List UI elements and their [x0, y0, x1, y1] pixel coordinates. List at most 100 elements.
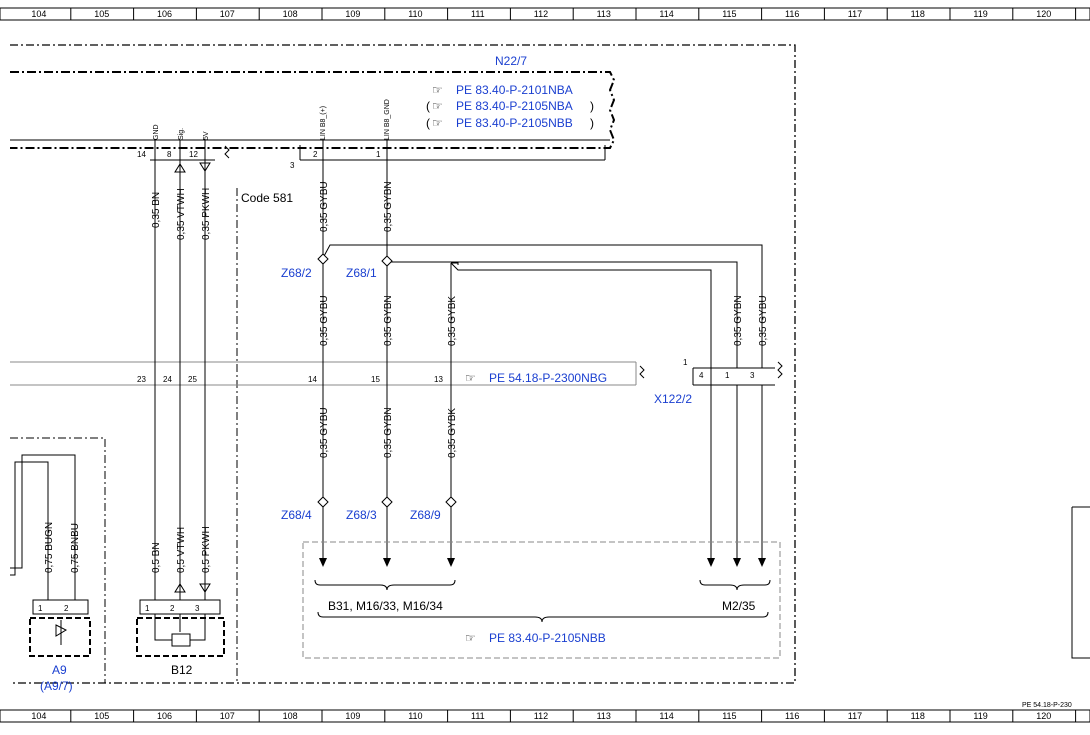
ruler-column-label: 114 — [659, 711, 673, 721]
svg-text:0,5 PKWH: 0,5 PKWH — [201, 526, 212, 573]
pointing-hand-icon: ☞ — [465, 631, 476, 645]
ruler-column-label: 113 — [597, 9, 611, 19]
ref-link-1[interactable]: ☞ PE 83.40-P-2101NBA — [432, 83, 573, 97]
n22-module-frame — [10, 71, 616, 149]
svg-text:(: ( — [426, 116, 430, 130]
svg-text:0,35 GYBU: 0,35 GYBU — [758, 295, 769, 346]
ruler-column-label: 105 — [94, 711, 109, 721]
b12-component — [136, 617, 225, 657]
svg-text:0,35 GYBK: 0,35 GYBK — [447, 408, 458, 458]
svg-text:0,35 VTWH: 0,35 VTWH — [176, 188, 187, 240]
ruler-column-label: 116 — [785, 9, 799, 19]
svg-text:8: 8 — [167, 150, 172, 159]
svg-text:(: ( — [426, 99, 430, 113]
consumers-right-label: M2/35 — [722, 599, 756, 613]
svg-text:25: 25 — [188, 375, 197, 384]
consumers-left-label: B31, M16/33, M16/34 — [328, 599, 443, 613]
svg-text:3: 3 — [195, 604, 200, 613]
svg-text:14: 14 — [308, 375, 317, 384]
right-brace — [699, 579, 771, 591]
ruler-column-label: 118 — [911, 9, 925, 19]
svg-text:1: 1 — [376, 150, 381, 159]
ruler-column-label: 110 — [408, 711, 422, 721]
ruler-column-label: 106 — [157, 9, 172, 19]
splice-z68-4: Z68/4 — [281, 508, 312, 522]
ruler-column-label: 111 — [471, 711, 485, 721]
ruler-column-label: 107 — [220, 9, 235, 19]
a9-frame — [10, 437, 106, 683]
partial-component-right — [1071, 506, 1090, 659]
svg-text:PE 83.40-P-2105NBA: PE 83.40-P-2105NBA — [456, 99, 573, 113]
svg-text:2: 2 — [170, 604, 175, 613]
svg-text:1: 1 — [725, 371, 730, 380]
ruler-column-label: 105 — [94, 9, 109, 19]
ruler-column-label: 110 — [408, 9, 422, 19]
ruler-column-label: 108 — [283, 9, 298, 19]
svg-text:3: 3 — [290, 161, 295, 170]
svg-text:PE 83.40-P-2105NBB: PE 83.40-P-2105NBB — [456, 116, 573, 130]
svg-text:0,35 GYBN: 0,35 GYBN — [383, 181, 394, 232]
splice-z68-1: Z68/1 — [346, 266, 377, 280]
outer-frame — [10, 44, 796, 684]
ruler-column-label: 120 — [1036, 711, 1051, 721]
pointing-hand-icon: ☞ — [432, 83, 443, 97]
b12-wiring — [154, 614, 206, 641]
pin-name-gnd: GND — [153, 124, 160, 140]
svg-text:24: 24 — [163, 375, 172, 384]
svg-text:PE 54.18-P-2300NBG: PE 54.18-P-2300NBG — [489, 371, 607, 385]
svg-text:1: 1 — [38, 604, 43, 613]
ref-link-3[interactable]: ( ☞ PE 83.40-P-2105NBB ) — [426, 116, 594, 130]
ruler-column-label: 104 — [31, 711, 46, 721]
a9-connector — [32, 599, 89, 615]
ruler-column-label: 107 — [220, 711, 235, 721]
ruler-column-label: 113 — [597, 711, 611, 721]
ref-link-bottom[interactable]: ☞ PE 83.40-P-2105NBB — [465, 631, 606, 645]
svg-text:0,5 BN: 0,5 BN — [151, 542, 162, 573]
svg-text:0,75 BUGN: 0,75 BUGN — [44, 522, 55, 573]
connector-label-x122: X122/2 — [654, 392, 692, 406]
pin-name-lin-gnd: LIN B8_GND — [384, 99, 391, 140]
n22-connector-band — [10, 139, 610, 161]
svg-text:0,35 BN: 0,35 BN — [151, 192, 162, 228]
ruler-column-label: 112 — [534, 711, 548, 721]
module-label-n22: N22/7 — [495, 54, 527, 68]
pointing-hand-icon: ☞ — [465, 371, 476, 385]
svg-text:PE 83.40-P-2105NBB: PE 83.40-P-2105NBB — [489, 631, 606, 645]
ruler-column-label: 118 — [911, 711, 925, 721]
arrowheads — [319, 558, 766, 567]
svg-text:1: 1 — [145, 604, 150, 613]
svg-text:4: 4 — [699, 371, 704, 380]
pin-name-lin-plus: LIN B8_(+) — [320, 106, 327, 140]
ref-link-2[interactable]: ( ☞ PE 83.40-P-2105NBA ) — [426, 99, 594, 113]
svg-text:): ) — [590, 116, 594, 130]
svg-text:0,35 GYBU: 0,35 GYBU — [319, 407, 330, 458]
consumer-box — [302, 541, 781, 659]
a9-wire-2 — [10, 454, 76, 600]
svg-text:): ) — [590, 99, 594, 113]
component-label-a9-alt: (A9/7) — [40, 679, 73, 693]
svg-text:3: 3 — [750, 371, 755, 380]
ruler-column-label: 117 — [848, 711, 862, 721]
pin-name-sig: Sig. — [178, 128, 185, 140]
svg-text:0,35 GYBU: 0,35 GYBU — [319, 181, 330, 232]
component-label-b12: B12 — [171, 663, 193, 677]
ruler-column-label: 114 — [659, 9, 673, 19]
ruler-column-label: 111 — [471, 9, 485, 19]
svg-text:0,35 GYBU: 0,35 GYBU — [319, 295, 330, 346]
svg-text:12: 12 — [189, 150, 198, 159]
ruler-column-label: 120 — [1036, 9, 1051, 19]
svg-text:0,35 GYBN: 0,35 GYBN — [383, 407, 394, 458]
a9-wire-1 — [10, 461, 49, 600]
bottom-brace — [317, 611, 769, 623]
splice-diamond-icon — [317, 253, 457, 508]
svg-text:2: 2 — [313, 150, 318, 159]
ruler-column-label: 119 — [973, 9, 987, 19]
svg-text:14: 14 — [137, 150, 146, 159]
svg-text:0,35 GYBN: 0,35 GYBN — [383, 295, 394, 346]
ref-link-can[interactable]: ☞ PE 54.18-P-2300NBG — [465, 371, 607, 385]
footer-reference: PE 54.18-P-230 — [1022, 702, 1072, 709]
left-brace — [314, 579, 456, 591]
b12-sensor-symbol — [171, 633, 191, 647]
